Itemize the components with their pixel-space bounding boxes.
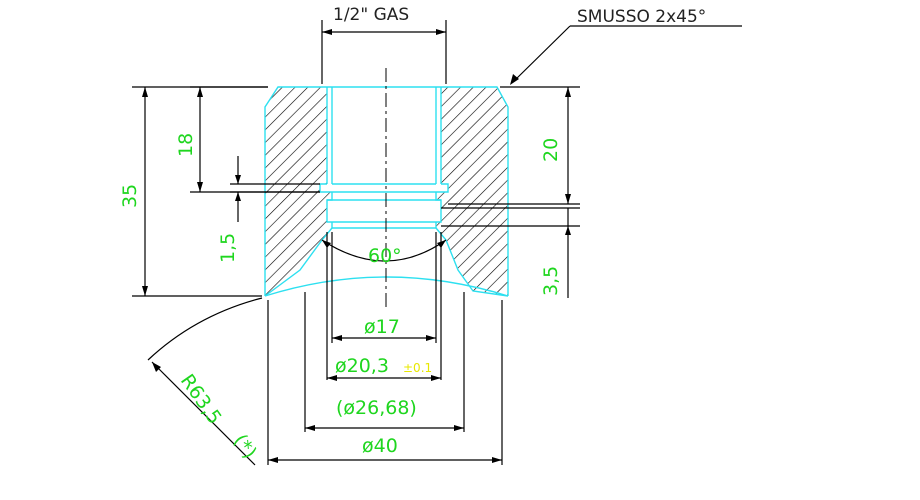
dim-3-5 [441, 207, 580, 298]
angle-arc [321, 239, 447, 262]
right-wall-section [436, 87, 508, 296]
radius-arc [147, 297, 263, 361]
dim-3-5-text: 3,5 [540, 266, 562, 296]
diameter-extensions [267, 232, 503, 465]
dia203-text: ø20,3 [335, 355, 389, 377]
angle-text: 60° [368, 245, 402, 267]
chamfer-label: SMUSSO 2x45° [577, 7, 706, 27]
tolerance-text: ±0.1 [403, 361, 432, 375]
dim-35-text: 35 [119, 184, 141, 208]
dim-18-text: 18 [175, 133, 197, 157]
dia40-text: ø40 [362, 435, 398, 457]
dim-1-5 [230, 156, 320, 222]
thread-label: 1/2" GAS [333, 5, 409, 25]
radius-text: R63,5 [176, 370, 226, 428]
note-text: (*) [229, 430, 261, 463]
dia2668-text: (ø26,68) [336, 397, 417, 419]
dim-20 [448, 86, 580, 205]
dia17-text: ø17 [364, 316, 400, 338]
dim-20-text: 20 [540, 138, 562, 162]
chamfer-leader [510, 25, 742, 85]
dim-1-5-text: 1,5 [217, 233, 239, 263]
gas-dimension [321, 20, 447, 84]
